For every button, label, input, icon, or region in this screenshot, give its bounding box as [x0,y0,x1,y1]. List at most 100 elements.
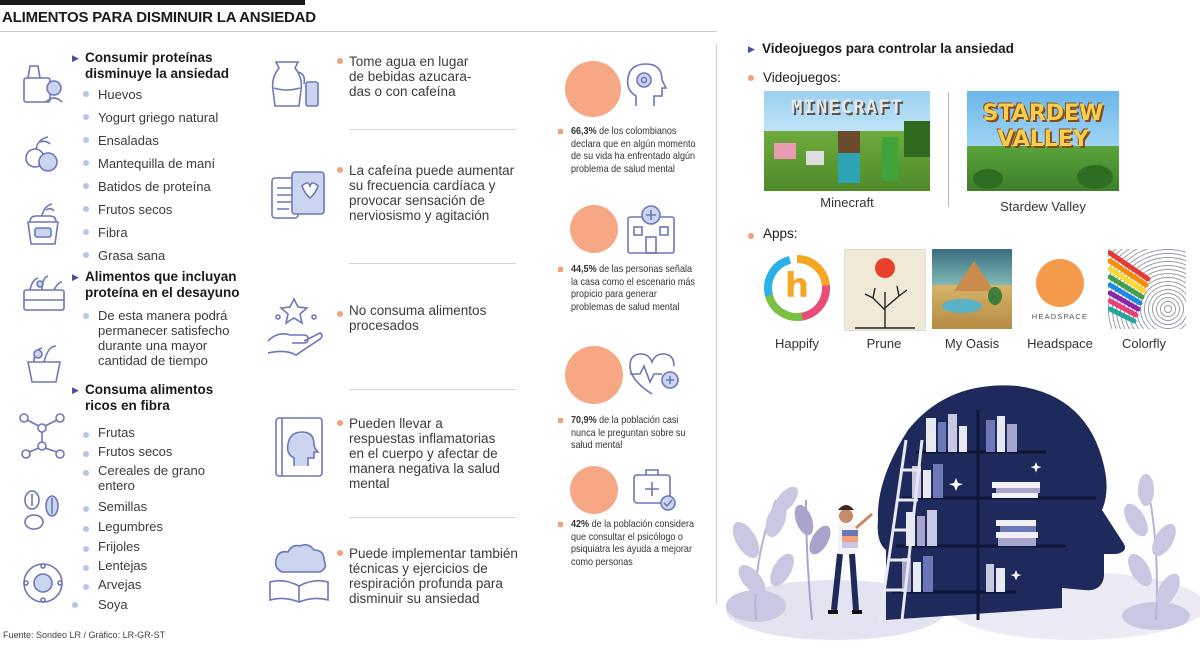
list-item: Arvejas [98,577,142,592]
brain-book-icon [266,542,332,604]
list-item: Batidos de proteína [98,179,211,194]
water-jug-icon [268,52,322,110]
list-item: Frutas [98,425,135,440]
list-item: Frutos secos [98,444,173,459]
bullet [83,565,89,571]
stat-value: 44,5% [571,263,597,275]
groceries-icon [18,58,66,106]
list-item: Lentejas [98,558,148,573]
list-item: Mantequilla de maní [98,156,216,171]
section-arrow: ▶ [72,272,79,282]
bullet [83,506,89,512]
prune-logo[interactable] [844,249,926,331]
tip-bullet [337,311,343,317]
title-divider [0,31,717,32]
bullet [83,206,89,212]
tip-bullet [337,58,343,64]
hospital-icon [624,203,678,255]
bullet [83,160,89,166]
app-name-colorfly: Colorfly [1121,336,1167,351]
bullet [83,313,89,319]
stat-circle [565,346,623,404]
stat-circle [570,205,618,253]
pond [942,299,982,313]
list-item: Frutos secos [98,202,173,217]
vegetable-crate-icon [20,272,68,314]
page-title: ALIMENTOS PARA DISMINUIR LA ANSIEDAD [2,9,316,26]
bullet [72,602,78,608]
stardew-logo-line-1: STARDEW [982,101,1104,126]
stat-text: 66,3% de los colombianos declara que en … [571,125,697,175]
games-divider [948,92,949,207]
list-item: Legumbres [98,519,164,534]
section-title-fiber: Consuma alimentos ricos en fibra [85,382,214,413]
column-divider [716,44,717,604]
stat-description: de los colombianos declara que en algún … [571,125,696,175]
source-footer: Fuente: Sondeo LR / Gráfico: LR-GR-ST [3,630,166,640]
list-item: Soya [98,597,128,612]
bullet [83,252,89,258]
tip-inflammatory: Pueden llevar a respuestas inflamatorias… [349,416,500,491]
wolf-figure [806,151,824,165]
videogames-label: Videojuegos: [763,70,841,85]
bullet [83,229,89,235]
headspace-wordmark: HEADSPACE [1031,312,1089,321]
bullet [83,114,89,120]
heart-monitor-icon [268,168,328,224]
app-name-my-oasis: My Oasis [944,336,1000,351]
section-arrow: ▶ [72,53,79,63]
pig-figure [774,143,796,159]
list-item: Ensaladas [98,133,159,148]
stat-value: 42% [571,518,590,530]
section-title-breakfast: Alimentos que incluyan proteína en el de… [85,269,240,300]
section-title-proteins: Consumir proteínas disminuye la ansiedad [85,50,230,81]
list-item: Fibra [98,225,128,240]
happify-letter: h [784,266,810,306]
happify-logo[interactable]: h [761,252,833,324]
medical-kit-icon [630,465,678,513]
videogames-title: Videojuegos para controlar la ansiedad [762,41,1014,56]
stat-value: 70,9% [571,414,597,426]
stardew-valley-cover[interactable]: STARDEW VALLEY [967,91,1119,191]
hand-star-icon [264,295,328,359]
salad-bowl-icon [24,340,64,386]
steve-head [838,131,860,153]
sun [875,258,895,278]
top-rule [0,0,305,5]
stat-text: 70,9% de la población casi nunca le preg… [571,414,697,452]
seeds-icon [18,486,66,534]
list-item: Grasa sana [98,248,166,263]
bullet [83,91,89,97]
divider [349,517,516,518]
minecraft-cover[interactable]: MINECRAFT [764,91,930,191]
colorfly-logo[interactable] [1108,249,1186,329]
stat-circle [570,466,618,514]
my-oasis-logo[interactable] [932,249,1012,329]
list-item: Semillas [98,499,148,514]
head-brain-icon [622,62,670,110]
bush [1077,165,1113,189]
stat-text: 42% de la población considera que consul… [571,518,697,568]
mountain [954,261,994,291]
app-name-happify: Happify [774,336,820,351]
bullet [83,584,89,590]
stat-description: de la población casi nunca le preguntan … [571,414,686,451]
bullet [83,546,89,552]
stat-description: de la población considera que consultar … [571,518,695,568]
app-name-headspace: Headspace [1027,336,1093,351]
minecraft-logo: MINECRAFT [791,96,903,118]
tip-caffeine: La cafeína puede aumentar su frecuencia … [349,163,515,223]
bullet [83,451,89,457]
tip-breathing: Puede implementar también técnicas y eje… [349,546,518,606]
list-item: Frijoles [98,539,140,554]
mind-library-illustration [716,370,1200,644]
list-item: De esta manera podrá permanecer satisfec… [98,308,230,368]
app-name-prune: Prune [866,336,902,351]
stat-bullet [558,522,563,527]
bullet [748,233,754,239]
stat-description: de las personas señala la casa como el e… [571,263,695,313]
tip-bullet [337,420,343,426]
stat-bullet [558,267,563,272]
headspace-logo[interactable]: HEADSPACE [1020,249,1100,329]
stat-bullet [558,129,563,134]
